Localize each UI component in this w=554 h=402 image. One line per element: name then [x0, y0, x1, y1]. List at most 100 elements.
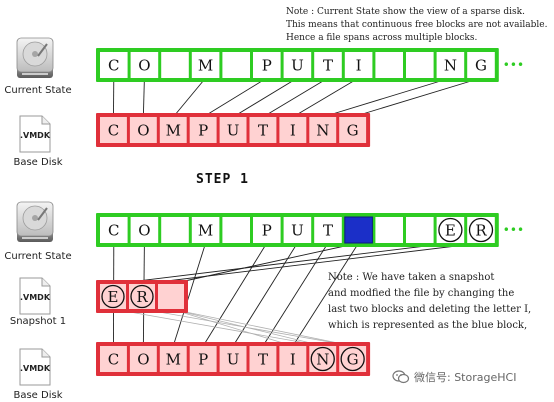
block-letter: R [475, 222, 487, 240]
deleted-block [344, 216, 373, 244]
label-base-disk-2: Base Disk [13, 390, 63, 401]
mapping-line [112, 242, 451, 285]
modified-marker [130, 284, 154, 309]
modified-marker [340, 346, 365, 372]
mapping-line [232, 77, 298, 118]
block-cell [249, 346, 277, 372]
block-letter: M [198, 57, 213, 75]
block-letter: I [290, 122, 296, 140]
block-letter: P [262, 57, 272, 75]
block-letter: T [323, 57, 333, 75]
faint-mapping-line [141, 308, 353, 347]
block-letter: N [316, 351, 329, 369]
mapping-line [142, 77, 145, 118]
block-cell [309, 117, 337, 143]
block-letter: U [291, 222, 304, 240]
block-letter: E [108, 288, 119, 306]
vmdk-file-icon: .VMDK [19, 115, 51, 153]
block-letter: I [290, 351, 296, 369]
label-base-disk-1: Base Disk [13, 157, 63, 168]
block-cell [100, 52, 128, 78]
label-current-state-1: Current State [4, 85, 72, 96]
vmdk-label: .VMDK [20, 293, 51, 302]
block-cell [129, 117, 157, 143]
note-sparse-disk: Note : Current State show the view of a … [286, 7, 548, 43]
hard-disk-icon [16, 201, 54, 242]
block-letter: O [137, 122, 149, 140]
block-cell [130, 217, 159, 243]
vmdk-label: .VMDK [20, 131, 51, 140]
block-cell [249, 117, 277, 143]
block-cell [375, 217, 403, 243]
block-cell [159, 346, 187, 372]
block-cell [344, 52, 373, 78]
block-cell [339, 117, 367, 143]
block-cell [406, 217, 434, 243]
block-letter: O [138, 222, 150, 240]
mapping-line [172, 77, 206, 118]
block-cell [279, 117, 307, 143]
block-letter: G [347, 122, 359, 140]
label-current-state-2: Current State [4, 251, 72, 262]
mapping-line [232, 242, 298, 347]
block-letter: T [258, 122, 268, 140]
block-letter: C [108, 122, 119, 140]
block-letter: P [198, 351, 208, 369]
block-letter: O [137, 351, 149, 369]
wechat-icon [392, 370, 410, 384]
mapping-line [292, 242, 359, 347]
disk-icons: .VMDK .VMDK .VMDK [16, 37, 54, 386]
block-letter: U [291, 57, 304, 75]
block-cell [161, 52, 189, 78]
modified-marker [468, 217, 494, 243]
block-cell [100, 284, 126, 309]
block-cell [100, 346, 127, 372]
mapping-lines [112, 77, 482, 347]
step-title: STEP 1 [196, 172, 249, 187]
block-letter: P [198, 122, 208, 140]
block-letter: N [316, 122, 329, 140]
block-cell [129, 346, 157, 372]
mapping-line [141, 242, 482, 285]
block-letter: N [444, 57, 457, 75]
block-letter: C [108, 57, 119, 75]
mapping-line [172, 242, 207, 347]
mapping-line [170, 242, 359, 285]
block-cell [314, 217, 342, 243]
block-letter: E [445, 222, 456, 240]
block-letter: C [108, 351, 119, 369]
mapping-line [262, 77, 329, 118]
note-snapshot: Note : We have taken a snapshot and modf… [328, 272, 532, 331]
mapping-line [292, 77, 359, 118]
block-letter: C [108, 222, 119, 240]
block-letter: I [356, 57, 362, 75]
watermark: 微信号: StorageHCI [392, 366, 552, 388]
watermark-text: 微信号: StorageHCI [414, 371, 517, 384]
block-cell [159, 117, 187, 143]
block-cell [375, 52, 403, 78]
block-cell [222, 52, 250, 78]
block-letter: R [136, 288, 148, 306]
hard-disk-icon [16, 37, 54, 78]
block-cell [279, 346, 307, 372]
block-cell [467, 217, 495, 243]
block-cell [309, 346, 337, 372]
block-letter: M [166, 351, 181, 369]
block-letter: G [475, 57, 487, 75]
mapping-line [202, 77, 268, 118]
block-cell [314, 52, 342, 78]
block-cell [436, 217, 465, 243]
vmdk-label: .VMDK [20, 364, 51, 373]
block-letter: M [198, 222, 213, 240]
block-cell [158, 284, 184, 309]
mapping-line [262, 242, 329, 347]
block-cell [253, 217, 281, 243]
block-cell [130, 52, 159, 78]
